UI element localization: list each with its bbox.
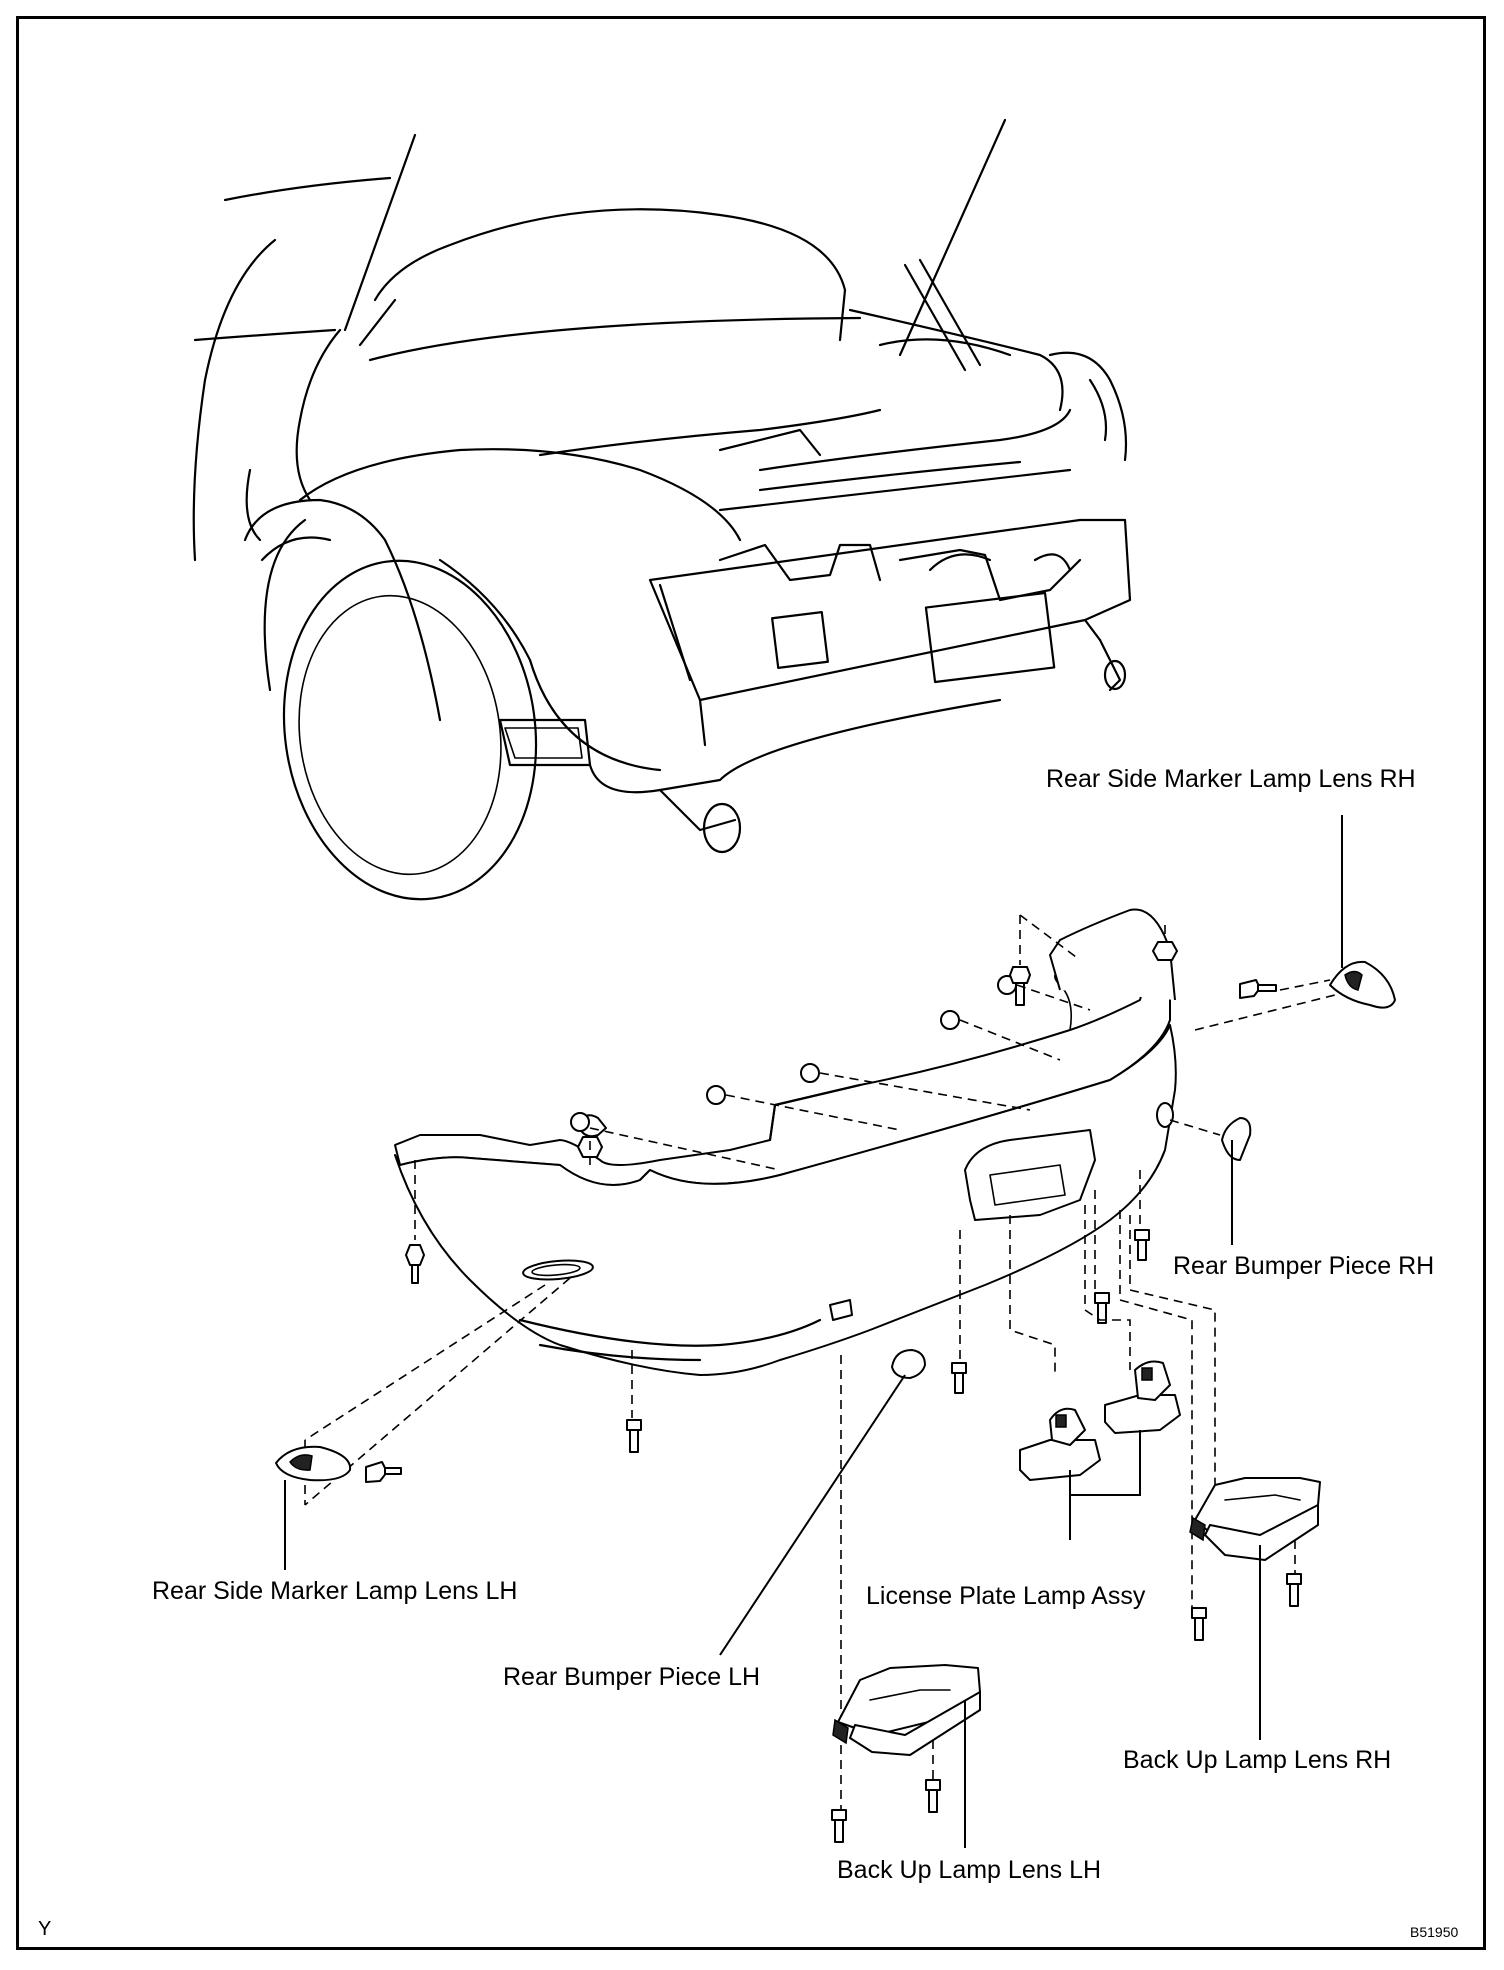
assembly-lines: [304, 914, 1336, 1810]
label-license-plate-lamp-assy: License Plate Lamp Assy: [866, 1582, 1146, 1610]
corner-mark-y: Y: [38, 1918, 52, 1940]
rear-side-marker-lamp-lh: [275, 1445, 352, 1482]
leader-lines: [284, 815, 1343, 1848]
rear-bumper-piece-rh: [1221, 1117, 1252, 1161]
rear-bumper-cover: [394, 908, 1177, 1376]
figure-code: B51950: [1410, 1924, 1459, 1940]
label-rear-bumper-piece-lh: Rear Bumper Piece LH: [503, 1663, 761, 1691]
car-body-drawing: [192, 118, 1132, 901]
rear-bumper-piece-lh: [891, 1349, 926, 1379]
license-plate-lamp-left: [1019, 1407, 1101, 1481]
label-rear-side-marker-lamp-lens-lh: Rear Side Marker Lamp Lens LH: [152, 1577, 518, 1605]
label-back-up-lamp-lens-rh: Back Up Lamp Lens RH: [1123, 1746, 1392, 1774]
label-rear-side-marker-lamp-lens-rh: Rear Side Marker Lamp Lens RH: [1046, 765, 1416, 793]
license-plate-lamp-right: [1104, 1360, 1181, 1434]
rear-side-marker-lamp-rh: [1329, 960, 1396, 1009]
diagram-frame: [16, 16, 1486, 1950]
label-rear-bumper-piece-rh: Rear Bumper Piece RH: [1173, 1252, 1435, 1280]
back-up-lamp-rh: [1189, 1477, 1321, 1561]
label-back-up-lamp-lens-lh: Back Up Lamp Lens LH: [837, 1856, 1102, 1884]
fasteners: [365, 941, 1302, 1843]
back-up-lamp-lh: [832, 1664, 981, 1756]
